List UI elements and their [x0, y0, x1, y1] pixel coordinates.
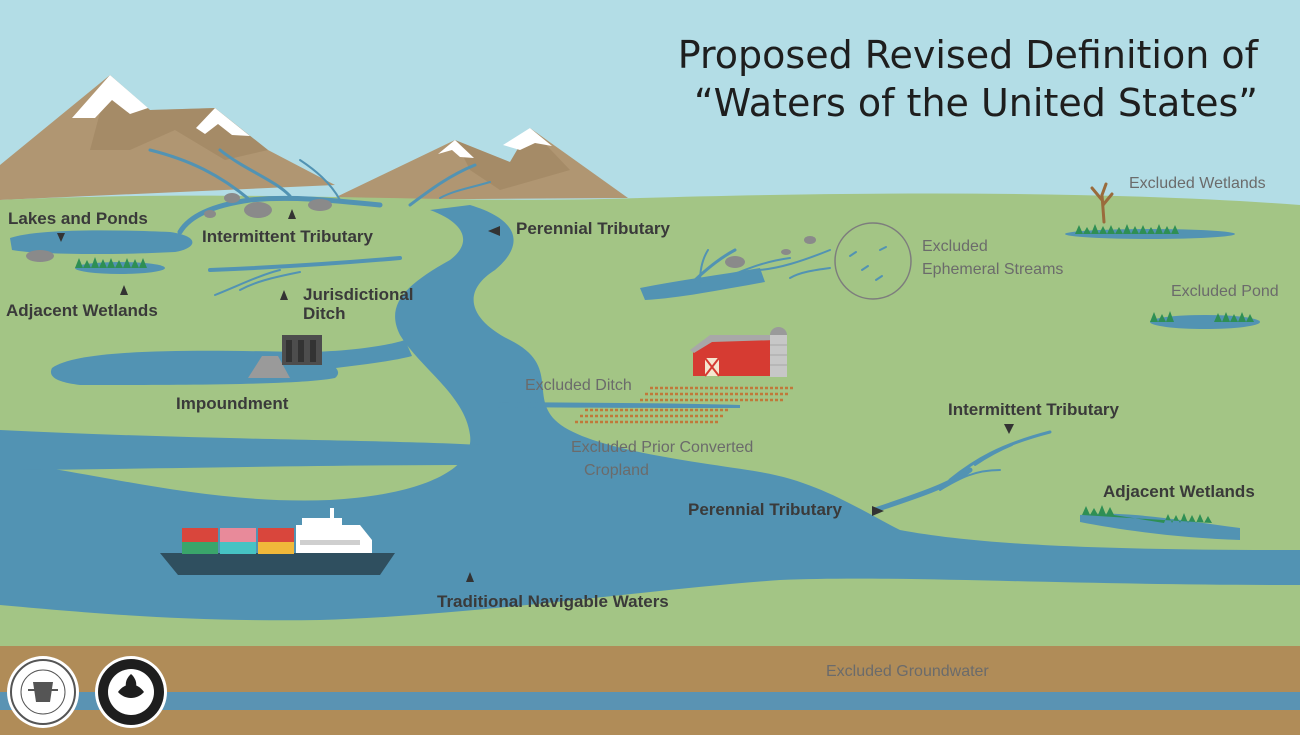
- label-excluded-ephemeral-line2: Ephemeral Streams: [922, 261, 1063, 278]
- label-perennial-tributary-top: Perennial Tributary: [516, 219, 671, 238]
- label-traditional-navigable-waters: Traditional Navigable Waters: [437, 592, 669, 611]
- label-impoundment: Impoundment: [176, 394, 289, 413]
- label-adjacent-wetlands-left: Adjacent Wetlands: [6, 301, 158, 320]
- wetland-left: [75, 257, 165, 274]
- excluded-pond: [1150, 311, 1260, 329]
- label-perennial-tributary-bottom: Perennial Tributary: [688, 500, 843, 519]
- cropland: [575, 386, 795, 424]
- label-excluded-wetlands: Excluded Wetlands: [1129, 175, 1266, 192]
- label-excluded-pond: Excluded Pond: [1171, 283, 1279, 300]
- dead-tree-icon: [1090, 182, 1114, 224]
- diagram-title-line1: Proposed Revised Definition of: [678, 33, 1260, 77]
- epa-seal: [95, 656, 167, 728]
- wetland-excluded: [1065, 224, 1235, 239]
- groundwater-band: [0, 692, 1300, 710]
- streams: [148, 148, 1052, 513]
- dam-icon: [248, 335, 322, 378]
- label-jurisdictional-ditch: Jurisdictional: [303, 285, 414, 304]
- label-excluded-ephemeral: Excluded: [922, 238, 988, 255]
- soil-band-top: [0, 646, 1300, 692]
- label-excluded-cropland: Excluded Prior Converted: [571, 439, 753, 456]
- ephemeral-streams-circle: [834, 222, 912, 300]
- diagram-title-line2: “Waters of the United States”: [694, 81, 1258, 125]
- label-intermittent-tributary-right: Intermittent Tributary: [948, 400, 1120, 419]
- cargo-ship-icon: [160, 508, 395, 575]
- rocks: [26, 193, 816, 268]
- ephemeral-dashes: [849, 246, 887, 281]
- soil-band-bottom: [0, 710, 1300, 735]
- silo-icon: [770, 327, 787, 377]
- barn-icon: [690, 335, 776, 377]
- label-excluded-ditch: Excluded Ditch: [525, 377, 632, 394]
- label-lakes-and-ponds: Lakes and Ponds: [8, 209, 148, 228]
- army-corps-seal: [7, 656, 79, 728]
- wetland-right: [1080, 505, 1240, 540]
- wetlands: [75, 224, 1260, 540]
- label-excluded-cropland-line2: Cropland: [584, 462, 649, 479]
- label-intermittent-tributary-left: Intermittent Tributary: [202, 227, 374, 246]
- label-excluded-groundwater: Excluded Groundwater: [826, 663, 989, 680]
- label-adjacent-wetlands-right: Adjacent Wetlands: [1103, 482, 1255, 501]
- label-jurisdictional-ditch-line2: Ditch: [303, 304, 346, 323]
- label-pointers: [57, 209, 1014, 582]
